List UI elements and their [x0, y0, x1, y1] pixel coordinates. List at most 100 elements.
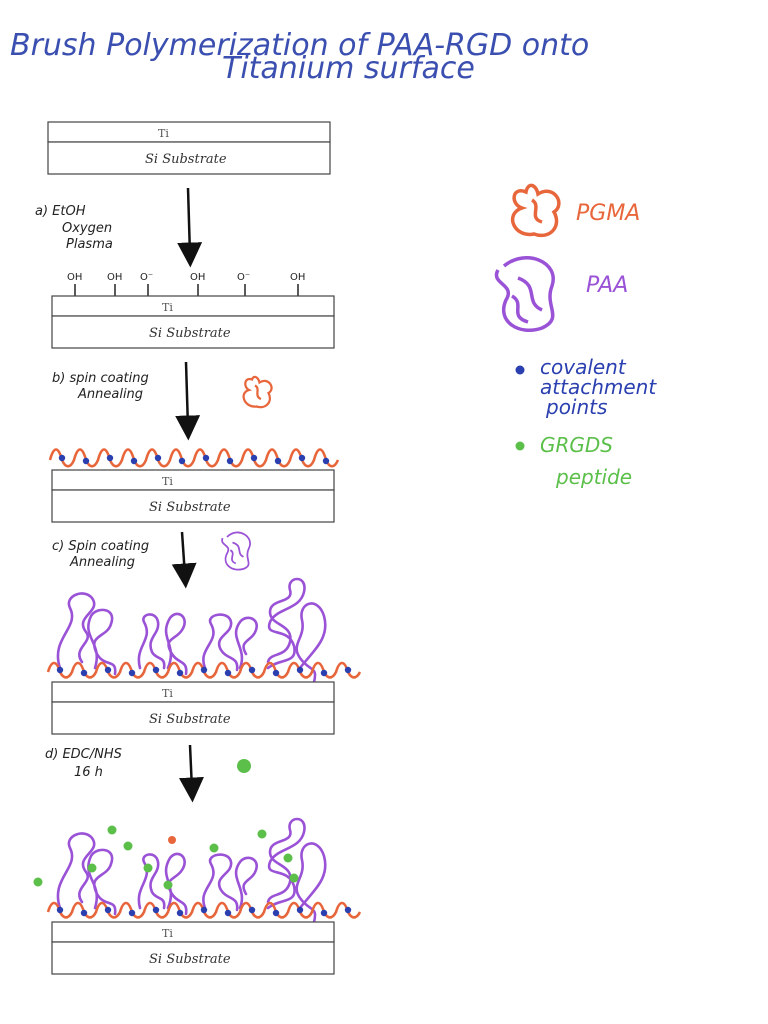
attachment-point [104, 906, 112, 914]
legend-pgma-label: PGMA [576, 201, 640, 226]
peptide-dot [283, 853, 293, 863]
paa-chain [295, 602, 327, 684]
surface-group-label: O⁻ [237, 272, 250, 283]
attachment-point [152, 666, 160, 674]
peptide-dot-legend-small [237, 759, 251, 773]
si-label-2: Si Substrate [149, 326, 231, 341]
attachment-point [248, 906, 256, 914]
paa-chain [295, 842, 327, 924]
attachment-point [296, 906, 304, 914]
surface-group-label: O⁻ [140, 272, 153, 283]
arrow-c [171, 531, 197, 589]
attachment-point [322, 457, 330, 465]
attachment-point [224, 669, 232, 677]
step-b-line-1: b) spin coating [52, 371, 149, 386]
peptide-dot [257, 829, 267, 839]
paa-chain [56, 832, 96, 910]
attachment-point [80, 669, 88, 677]
pgma-chain [48, 448, 340, 468]
peptide-dot [107, 825, 117, 835]
attachment-point [176, 669, 184, 677]
step-a-label: a) EtOH Oxygen Plasma [35, 204, 113, 252]
peptide-dot [123, 841, 133, 851]
legend-covalent-line-1: covalent [540, 355, 627, 379]
surface-group-label: OH [67, 272, 82, 283]
pgma-wave-layer-3 [48, 448, 340, 468]
step-a-line-2: Oxygen [62, 221, 112, 236]
legend-covalent-line-3: points [545, 395, 607, 419]
peptide-dots-layer-5 [33, 825, 299, 890]
attachment-point [298, 454, 306, 462]
paa-brush-layer-4 [56, 577, 327, 684]
attachment-point [82, 457, 90, 465]
step-b-line-2: Annealing [77, 387, 143, 402]
substrate-stack-4: Ti Si Substrate [51, 681, 335, 735]
paa-chain [137, 613, 166, 670]
attachment-point [80, 909, 88, 917]
pgma-wave-layer-4 [46, 661, 362, 679]
attachment-point [152, 906, 160, 914]
attachment-point [272, 669, 280, 677]
step-b-label: b) spin coating Annealing [52, 371, 149, 402]
substrate-stack-5: Ti Si Substrate [51, 921, 335, 975]
legend-covalent-dot [515, 365, 525, 375]
paa-chain [234, 616, 258, 670]
arrow-d [178, 744, 204, 803]
attachment-point [56, 666, 64, 674]
legend-pgma-icon [510, 183, 561, 238]
peptide-dot [209, 843, 219, 853]
paa-chain [164, 612, 188, 676]
legend: PGMA PAA covalent attachment points GRGD… [494, 183, 657, 489]
legend-paa-icon [494, 256, 555, 332]
pgma-end-dot [168, 836, 176, 844]
paa-chain [266, 577, 306, 670]
paa-blob-small [221, 531, 251, 571]
substrate-stack-3: Ti Si Substrate [51, 469, 335, 523]
step-c-line-2: Annealing [69, 555, 135, 570]
si-label-5: Si Substrate [149, 952, 231, 967]
ti-label-1: Ti [158, 127, 169, 140]
si-label-3: Si Substrate [149, 500, 231, 515]
title-line-2: Titanium surface [222, 51, 475, 86]
legend-grgds-line-2: peptide [555, 465, 632, 489]
si-label-1: Si Substrate [145, 152, 227, 167]
title-line-1: Brush Polymerization of PAA-RGD onto [10, 28, 589, 63]
step-d-label: d) EDC/NHS 16 h [45, 747, 122, 780]
peptide-dot [289, 873, 299, 883]
pgma-blob-small [242, 375, 273, 409]
step-d-line-2: 16 h [74, 765, 103, 780]
attachment-point [200, 906, 208, 914]
attachment-point [130, 457, 138, 465]
attachment-point [226, 457, 234, 465]
step-c-line-1: c) Spin coating [52, 539, 149, 554]
paa-chain [56, 592, 96, 670]
attachment-point [58, 454, 66, 462]
step-c-label: c) Spin coating Annealing [52, 539, 149, 570]
paa-chain [87, 608, 117, 676]
attachment-point [274, 457, 282, 465]
ti-label-4: Ti [162, 687, 173, 700]
attachment-point [344, 906, 352, 914]
legend-grgds-line-1: GRGDS [540, 433, 613, 457]
attachment-point [128, 669, 136, 677]
peptide-dot [87, 863, 97, 873]
paa-chain [164, 852, 188, 916]
paa-chain [202, 853, 239, 912]
ti-label-5: Ti [162, 927, 173, 940]
paa-chain [137, 853, 166, 910]
attachment-point [272, 909, 280, 917]
step-d-line-1: d) EDC/NHS [45, 747, 122, 762]
paa-chain [87, 848, 117, 916]
arrow-b [175, 361, 201, 441]
paa-chain [234, 856, 258, 910]
attachment-point [224, 909, 232, 917]
si-label-4: Si Substrate [149, 712, 231, 727]
step-a-line-3: Plasma [66, 237, 113, 252]
ti-label-2: Ti [162, 301, 173, 314]
attachment-point [128, 909, 136, 917]
arrow-a [177, 187, 203, 268]
attachment-point [320, 909, 328, 917]
attachment-point [176, 909, 184, 917]
